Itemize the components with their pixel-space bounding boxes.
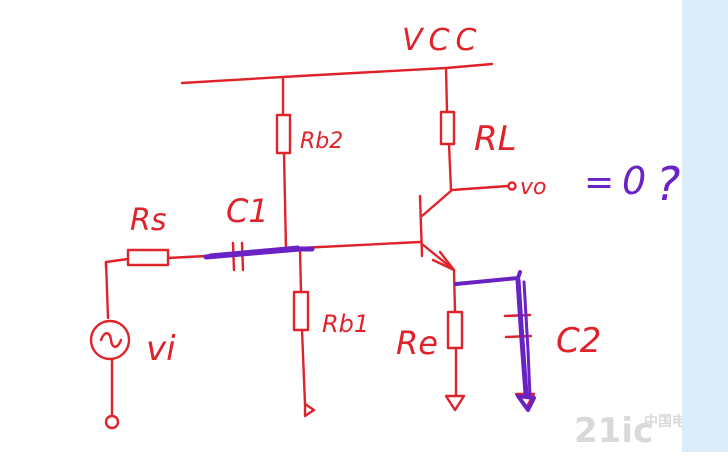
voltage-source-circle	[89, 319, 131, 361]
watermark-cn: 中国电子网	[644, 413, 682, 430]
input-wire-top	[104, 257, 130, 270]
transistor-base-bar	[418, 194, 424, 258]
whiteboard-canvas: VCC Rb2 RL vo Rs C1 Rb1 Re C2 vi = 0 ? 2…	[89, 23, 714, 451]
circuit-sketch: VCC Rb2 RL vo Rs C1 Rb1 Re C2 vi = 0 ? 2…	[89, 23, 714, 451]
voltage-source-wave	[99, 332, 123, 348]
transistor-emitter	[420, 242, 456, 272]
vcc-rail	[180, 62, 494, 85]
c2-highlight-ground	[516, 394, 536, 412]
source-ground-terminal	[104, 414, 120, 430]
vi-label: vi	[146, 329, 176, 369]
c1-highlight-stroke	[203, 246, 315, 260]
rs-label: Rs	[130, 203, 166, 238]
rl-resistor	[439, 110, 456, 146]
rl-wire-top	[444, 66, 449, 114]
right-side-strip	[682, 0, 728, 452]
re-label: Re	[396, 324, 438, 362]
rb2-wire-bottom	[282, 151, 288, 252]
re-wire-top	[452, 268, 457, 314]
rs-to-c1-wire	[166, 254, 208, 260]
c2-highlight-vertical	[515, 277, 529, 397]
base-wire	[298, 240, 422, 250]
rb1-resistor	[292, 290, 310, 332]
c1-highlight-stroke-2	[208, 245, 300, 257]
question-label: ?	[656, 157, 680, 211]
rl-wire-bottom	[447, 142, 453, 192]
rb1-wire-top	[298, 248, 303, 294]
transistor-collector	[420, 188, 454, 218]
equals-label: =	[584, 162, 614, 203]
rb2-label: Rb2	[300, 129, 343, 154]
c2-label: C2	[556, 321, 601, 361]
zero-label: 0	[622, 159, 646, 203]
c2-node-highlight	[454, 270, 522, 286]
c2-highlight-vertical-2	[522, 280, 532, 398]
re-ground-symbol	[444, 394, 466, 412]
watermark-logo: 21ic	[574, 411, 653, 451]
vo-terminal	[507, 181, 517, 191]
source-wire-top	[104, 260, 110, 320]
re-resistor	[446, 310, 464, 350]
c1-label: C1	[226, 192, 269, 230]
vo-label: vo	[520, 175, 546, 200]
rl-label: RL	[474, 119, 517, 159]
c1-plate-right	[240, 241, 245, 272]
rb1-ground-symbol	[303, 402, 316, 418]
rb2-resistor	[275, 113, 292, 155]
rs-resistor	[126, 248, 170, 267]
vcc-label: VCC	[402, 23, 482, 58]
rb1-wire-bottom	[300, 328, 307, 406]
vo-output-wire	[450, 184, 510, 192]
rb1-label: Rb1	[322, 310, 369, 338]
